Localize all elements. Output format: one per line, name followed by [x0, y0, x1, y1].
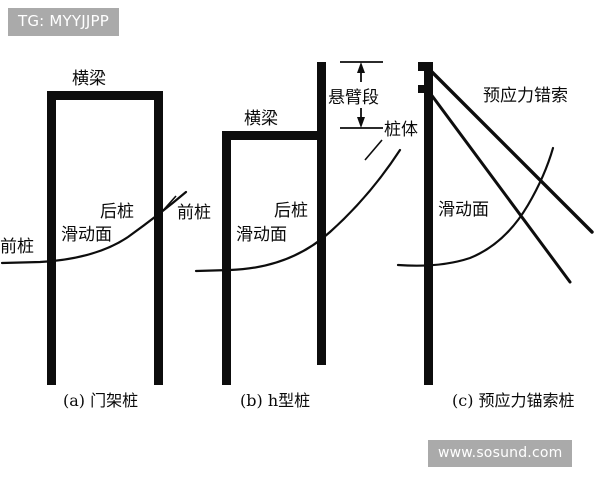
panel-b-cross-beam: [222, 131, 326, 140]
panel-b-rear-pile-label: 后桩: [274, 201, 308, 221]
watermark-top-left: TG: MYYJJPP: [8, 8, 120, 36]
panel-b-cantilever-arrow-down-head: [357, 117, 365, 128]
panel-c-anchor-head-upper: [418, 62, 425, 71]
panel-a-front-pile-label-left: 前桩: [0, 237, 34, 257]
panel-b-caption: (b) h型桩: [240, 391, 310, 410]
panel-b-pile-body-label: 桩体: [384, 120, 418, 140]
panel-b-cantilever-arrow-up-head: [357, 62, 365, 73]
panel-c-slip-surface-label: 滑动面: [438, 200, 489, 220]
panel-b-front-pile: [317, 62, 326, 365]
panel-c-anchor-cable-label: 预应力错索: [483, 86, 568, 106]
panel-c-pile: [424, 62, 433, 385]
panel-c-anchor-cable-upper: [428, 68, 594, 234]
panel-a-cross-beam: [47, 91, 163, 100]
panel-c-group: 预应力错索 滑动面 (c) 预应力锚索桩: [396, 62, 594, 410]
panel-a-caption: (a) 门架桩: [63, 391, 138, 410]
panel-b-rear-pile: [222, 131, 231, 385]
panel-a-group: 横梁 后桩 滑动面 前桩 前桩 (a) 门架桩: [0, 69, 211, 410]
panel-b-slip-surface-label: 滑动面: [236, 225, 287, 245]
panel-a-rear-pile: [47, 91, 56, 385]
watermark-bottom-right: www.sosund.com: [428, 440, 573, 467]
panel-a-front-pile-label-right: 前桩: [177, 203, 211, 223]
panel-a-front-pile: [154, 91, 163, 385]
panel-a-rear-pile-label: 后桩: [100, 202, 134, 222]
panel-b-slip-surface-curve: [194, 148, 402, 273]
panel-c-anchor-cable-lower: [428, 91, 572, 284]
panel-c-anchor-head-lower: [418, 85, 425, 93]
panel-c-slip-surface-curve: [396, 146, 555, 267]
panel-a-front-pile-leader: [158, 195, 177, 216]
panel-b-beam-label: 横梁: [244, 109, 278, 129]
panel-b-cantilever-label: 悬臂段: [328, 88, 379, 108]
panel-a-slip-surface-label: 滑动面: [61, 225, 112, 245]
panel-c-caption: (c) 预应力锚索桩: [452, 391, 575, 410]
panel-b-group: 横梁 后桩 滑动面 悬臂段 桩体 (b) h型桩: [194, 61, 418, 410]
panel-b-pile-body-leader: [364, 139, 383, 161]
panel-a-beam-label: 横梁: [72, 69, 106, 89]
panel-a-slip-surface-curve: [0, 190, 188, 265]
